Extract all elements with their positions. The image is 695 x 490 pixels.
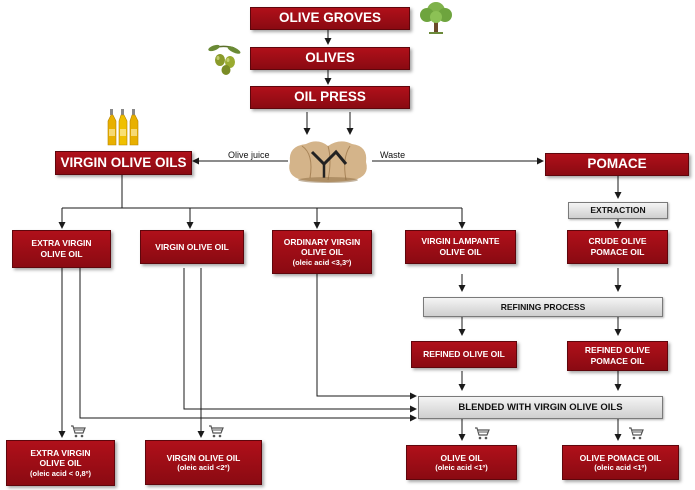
final-pomace-label: OLIVE POMACE OIL (579, 452, 662, 463)
refined-olive-oil-box: REFINED OLIVE OIL (411, 341, 517, 368)
pomace-label: POMACE (587, 156, 647, 172)
ordinary-virgin-label: ORDINARY VIRGIN OLIVE OIL (283, 236, 361, 258)
crude-pomace-label: CRUDE OLIVE POMACE OIL (588, 236, 647, 257)
refining-process-box: REFINING PROCESS (423, 297, 663, 317)
final-pomace-box: OLIVE POMACE OIL (oleic acid <1º) (562, 445, 679, 480)
olives-icon (208, 44, 241, 75)
virgin-lampante-label: VIRGIN LAMPANTE OLIVE OIL (421, 236, 500, 257)
final-olive-oil-label: OLIVE OIL (440, 452, 483, 463)
oil-press-box: OIL PRESS (250, 86, 410, 109)
final-olive-oil-note: (oleic acid <1º) (435, 463, 488, 473)
oil-press-label: OIL PRESS (294, 89, 366, 105)
olives-label: OLIVES (305, 50, 355, 66)
extraction-box: EXTRACTION (568, 202, 668, 219)
ordinary-virgin-note: (oleic acid <3,3º) (292, 257, 352, 267)
extra-virgin-box: EXTRA VIRGIN OLIVE OIL (12, 230, 111, 268)
blended-box: BLENDED WITH VIRGIN OLIVE OILS (418, 396, 663, 419)
final-virgin-note: (oleic acid <2º) (177, 463, 230, 473)
refined-pomace-box: REFINED OLIVE POMACE OIL (567, 341, 668, 371)
final-pomace-note: (oleic acid <1º) (594, 463, 647, 473)
refined-olive-oil-label: REFINED OLIVE OIL (423, 349, 505, 360)
olives-box: OLIVES (250, 47, 410, 70)
arrow-ordinary-blend (316, 274, 417, 400)
virgin-olive-oils-box: VIRGIN OLIVE OILS (55, 151, 192, 175)
pomace-box: POMACE (545, 153, 689, 176)
virgin-box: VIRGIN OLIVE OIL (140, 230, 244, 264)
waste-label: Waste (380, 150, 406, 160)
arrow-extra-virgin-blend (79, 268, 417, 422)
refined-pomace-label: REFINED OLIVE POMACE OIL (584, 345, 651, 366)
tree-icon (420, 2, 452, 34)
final-olive-oil-box: OLIVE OIL (oleic acid <1º) (406, 445, 517, 480)
olive-juice-label: Olive juice (228, 150, 270, 160)
blended-label: BLENDED WITH VIRGIN OLIVE OILS (458, 401, 623, 413)
final-virgin-label: VIRGIN OLIVE OIL (166, 452, 241, 463)
oil-bottles-icon (107, 109, 139, 146)
crude-pomace-box: CRUDE OLIVE POMACE OIL (567, 230, 668, 264)
press-icon (289, 141, 367, 183)
olive-groves-label: OLIVE GROVES (278, 10, 382, 26)
cart-icon (629, 427, 644, 440)
final-extra-virgin-label: EXTRA VIRGIN OLIVE OIL (30, 447, 91, 469)
arrow-virgin-blend (183, 268, 417, 413)
extra-virgin-label: EXTRA VIRGIN OLIVE OIL (31, 238, 92, 259)
cart-icon (71, 425, 86, 438)
extraction-label: EXTRACTION (590, 205, 646, 216)
virgin-olive-oils-label: VIRGIN OLIVE OILS (60, 154, 187, 170)
final-extra-virgin-note: (oleic acid < 0,8º) (30, 468, 91, 478)
final-extra-virgin-box: EXTRA VIRGIN OLIVE OIL (oleic acid < 0,8… (6, 440, 115, 486)
ordinary-virgin-box: ORDINARY VIRGIN OLIVE OIL (oleic acid <3… (272, 230, 372, 274)
virgin-lampante-box: VIRGIN LAMPANTE OLIVE OIL (405, 230, 516, 264)
cart-icon (475, 427, 490, 440)
cart-icon (209, 425, 224, 438)
olive-groves-box: OLIVE GROVES (250, 7, 410, 30)
virgin-label: VIRGIN OLIVE OIL (155, 241, 229, 252)
refining-process-label: REFINING PROCESS (500, 301, 586, 312)
final-virgin-box: VIRGIN OLIVE OIL (oleic acid <2º) (145, 440, 262, 485)
